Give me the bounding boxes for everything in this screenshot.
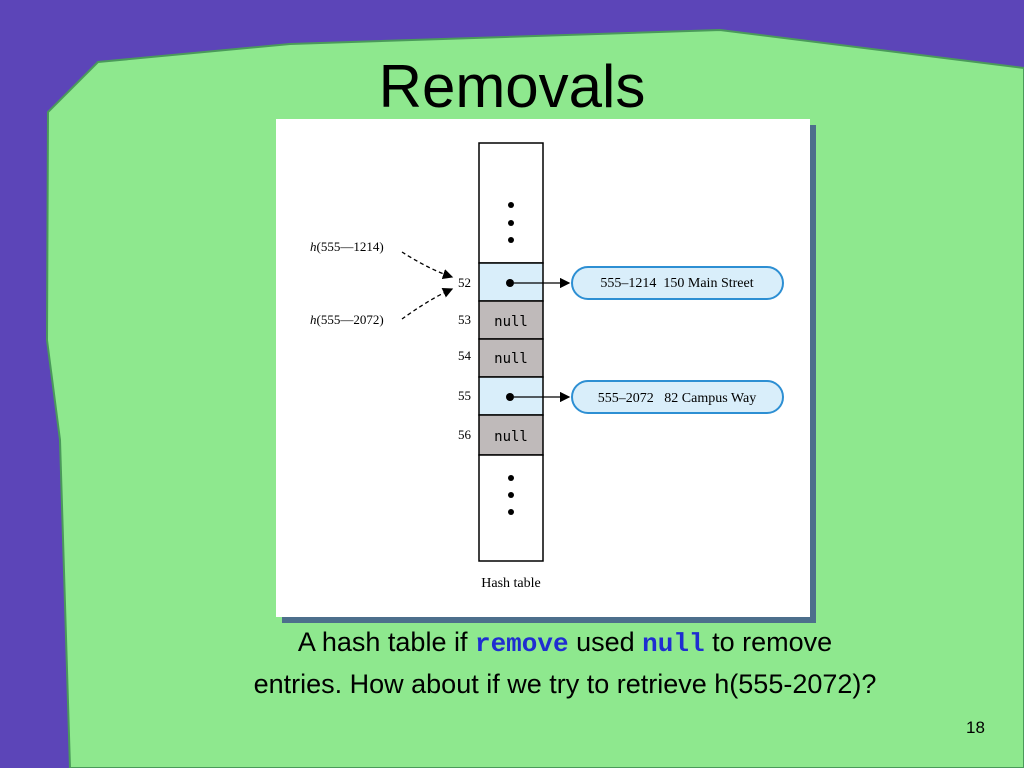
null-value: null (494, 351, 528, 367)
table-cell (478, 414, 544, 456)
hash-fn-name: h (310, 312, 317, 327)
ellipsis-dot (508, 220, 514, 226)
ellipsis-dot (508, 202, 514, 208)
hash-arrow-1214 (401, 251, 454, 280)
hash-label-2072: h(555—2072) (310, 312, 384, 327)
pointer-dot (506, 393, 514, 401)
page-number: 18 (966, 718, 985, 737)
caption-text: used (568, 627, 643, 657)
table-row-55: 55 (458, 376, 544, 416)
table-row-54: 54 null (458, 338, 544, 378)
null-value: null (494, 314, 528, 330)
hash-fn-name: h (310, 239, 317, 254)
code-remove: remove (474, 629, 569, 659)
null-value: null (494, 429, 528, 445)
hash-fn-arg: (555—2072) (317, 312, 384, 327)
table-row-53: 53 null (458, 300, 544, 340)
pointer-dot (506, 279, 514, 287)
row-index: 56 (458, 427, 472, 442)
ellipsis-dot (508, 492, 514, 498)
table-cell (478, 338, 544, 378)
ellipsis-dot (508, 475, 514, 481)
entry-box (571, 266, 784, 300)
row-index: 52 (458, 275, 471, 290)
hash-table-figure: 52 53 null 54 null 55 56 null Hash table (276, 119, 810, 617)
table-row-56: 56 null (458, 414, 544, 456)
hash-label-1214: h(555—1214) (310, 239, 384, 254)
hash-table-diagram: 52 53 null 54 null 55 56 null Hash table (310, 142, 784, 591)
entry-node-2072: 555–2072 82 Campus Way (571, 380, 784, 414)
caption-text: to remove entries. How about if we try t… (253, 627, 877, 699)
ellipsis-dot (508, 509, 514, 515)
hash-fn-arg: (555—1214) (317, 239, 384, 254)
row-index: 54 (458, 348, 472, 363)
entry-label: 555–1214 150 Main Street (600, 276, 753, 291)
row-index: 53 (458, 312, 471, 327)
table-bottom-block (478, 454, 544, 562)
table-row-52: 52 (458, 262, 544, 302)
ellipsis-dot (508, 237, 514, 243)
hash-arrow-2072 (401, 287, 454, 320)
entry-node-1214: 555–1214 150 Main Street (571, 266, 784, 300)
row-index: 55 (458, 388, 471, 403)
code-null: null (642, 629, 705, 659)
caption-text: A hash table if (297, 627, 475, 657)
entry-label: 555–2072 82 Campus Way (598, 391, 756, 406)
slide-title: Removals (378, 53, 646, 120)
slide-caption: A hash table if remove used null to remo… (250, 622, 880, 704)
entry-box (571, 380, 784, 414)
table-caption: Hash table (481, 576, 540, 591)
